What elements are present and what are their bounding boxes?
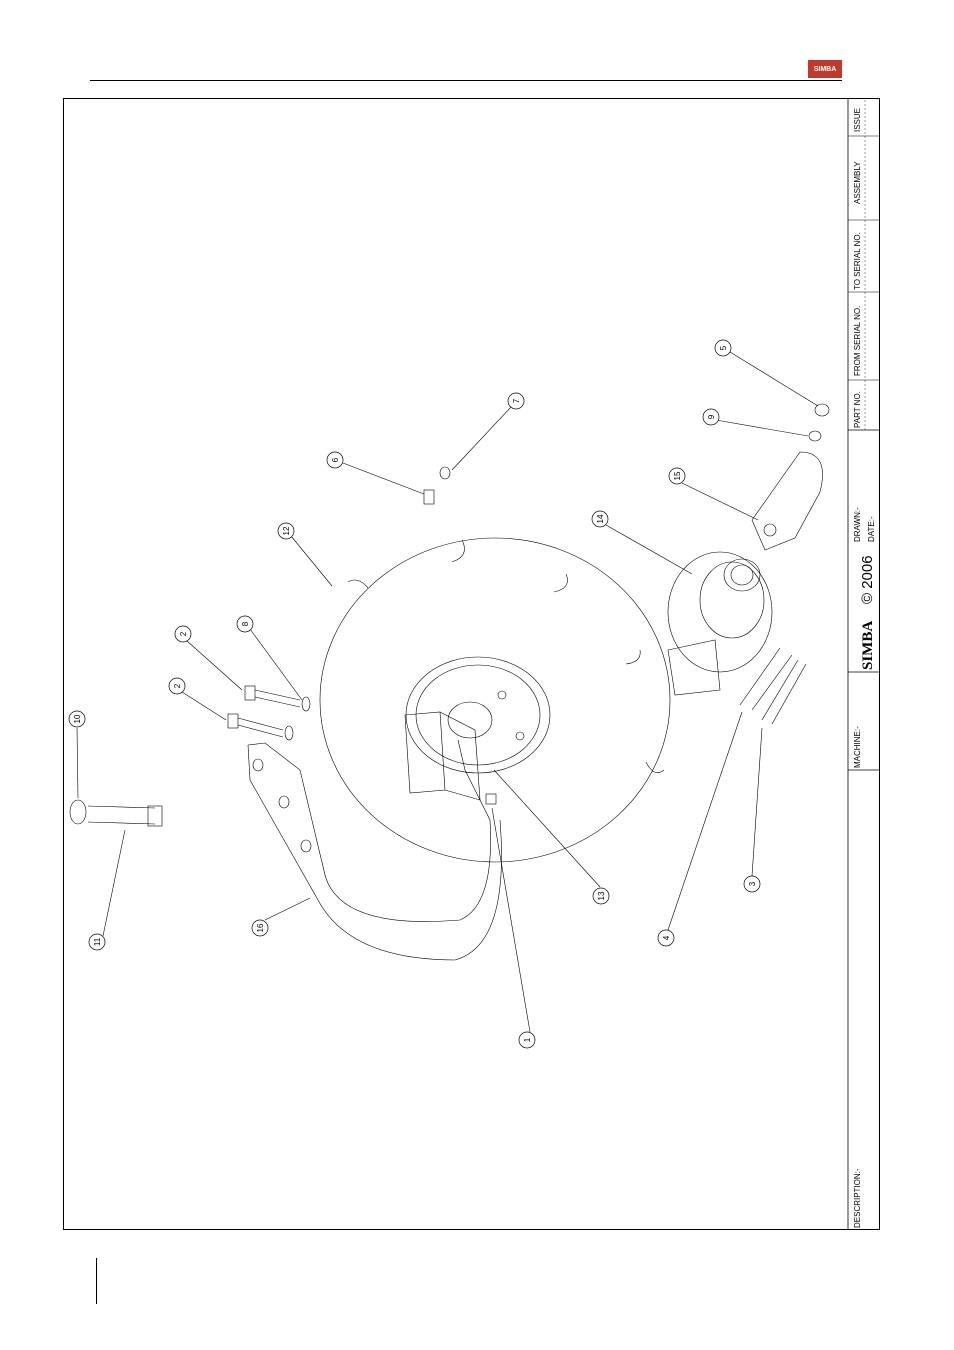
callout-12: 12 (278, 523, 294, 539)
svg-text:9: 9 (707, 414, 716, 419)
leader-lines (77, 352, 818, 1032)
fasteners (70, 404, 829, 826)
svg-text:3: 3 (748, 881, 757, 886)
part-no-label: PART NO. (853, 391, 862, 428)
assembly-label: ASSEMBLY (853, 161, 862, 204)
callout-9: 9 (703, 409, 719, 425)
svg-text:5: 5 (719, 345, 728, 350)
svg-text:4: 4 (662, 935, 671, 940)
machine-label: MACHINE:- (853, 726, 862, 768)
callout-11: 11 (89, 934, 105, 950)
callout-2a: 2 (175, 626, 191, 642)
callout-5: 5 (715, 340, 731, 356)
svg-text:2: 2 (179, 631, 188, 636)
shank-arm (248, 740, 502, 960)
issue-label: ISSUE (853, 108, 862, 132)
callout-10: 10 (69, 711, 85, 727)
to-serial-label: TO SERIAL NO. (853, 232, 862, 290)
date-label: DATE:- (867, 516, 876, 542)
hub-assembly (668, 552, 772, 695)
svg-text:16: 16 (256, 923, 265, 932)
callout-7: 7 (508, 393, 524, 409)
callout-14: 14 (592, 511, 608, 527)
callout-2b: 2 (169, 678, 185, 694)
copyright-text: © 2006 (859, 555, 876, 604)
svg-text:15: 15 (673, 471, 682, 480)
drawn-label: DRAWN:- (853, 507, 862, 542)
svg-text:12: 12 (282, 526, 291, 535)
callout-4: 4 (658, 930, 674, 946)
hub-bracket (752, 452, 823, 550)
svg-text:1: 1 (523, 1037, 532, 1042)
callout-16: 16 (252, 920, 268, 936)
svg-text:7: 7 (512, 398, 521, 403)
callout-1: 1 (519, 1032, 535, 1048)
callout-13: 13 (593, 888, 609, 904)
svg-text:10: 10 (73, 714, 82, 723)
serrated-disc (320, 538, 670, 862)
simba-brand: SIMBA (860, 621, 876, 670)
from-serial-label: FROM SERIAL NO. (853, 306, 862, 376)
description-label: DESCRIPTION:- (853, 1168, 862, 1228)
svg-text:2: 2 (173, 683, 182, 688)
callout-8: 8 (237, 616, 253, 632)
callout-15: 15 (669, 468, 685, 484)
callout-balloons: 1 2 2 3 4 5 6 7 8 9 10 11 12 13 14 15 16 (69, 340, 760, 1048)
svg-text:14: 14 (596, 514, 605, 523)
svg-text:6: 6 (331, 457, 340, 462)
svg-text:11: 11 (93, 937, 102, 946)
callout-3: 3 (744, 876, 760, 892)
svg-text:8: 8 (241, 621, 250, 626)
callout-6: 6 (327, 452, 343, 468)
svg-text:13: 13 (597, 891, 606, 900)
title-block: DESCRIPTION:- MACHINE:- © 2006 SIMBA DRA… (848, 98, 880, 1230)
